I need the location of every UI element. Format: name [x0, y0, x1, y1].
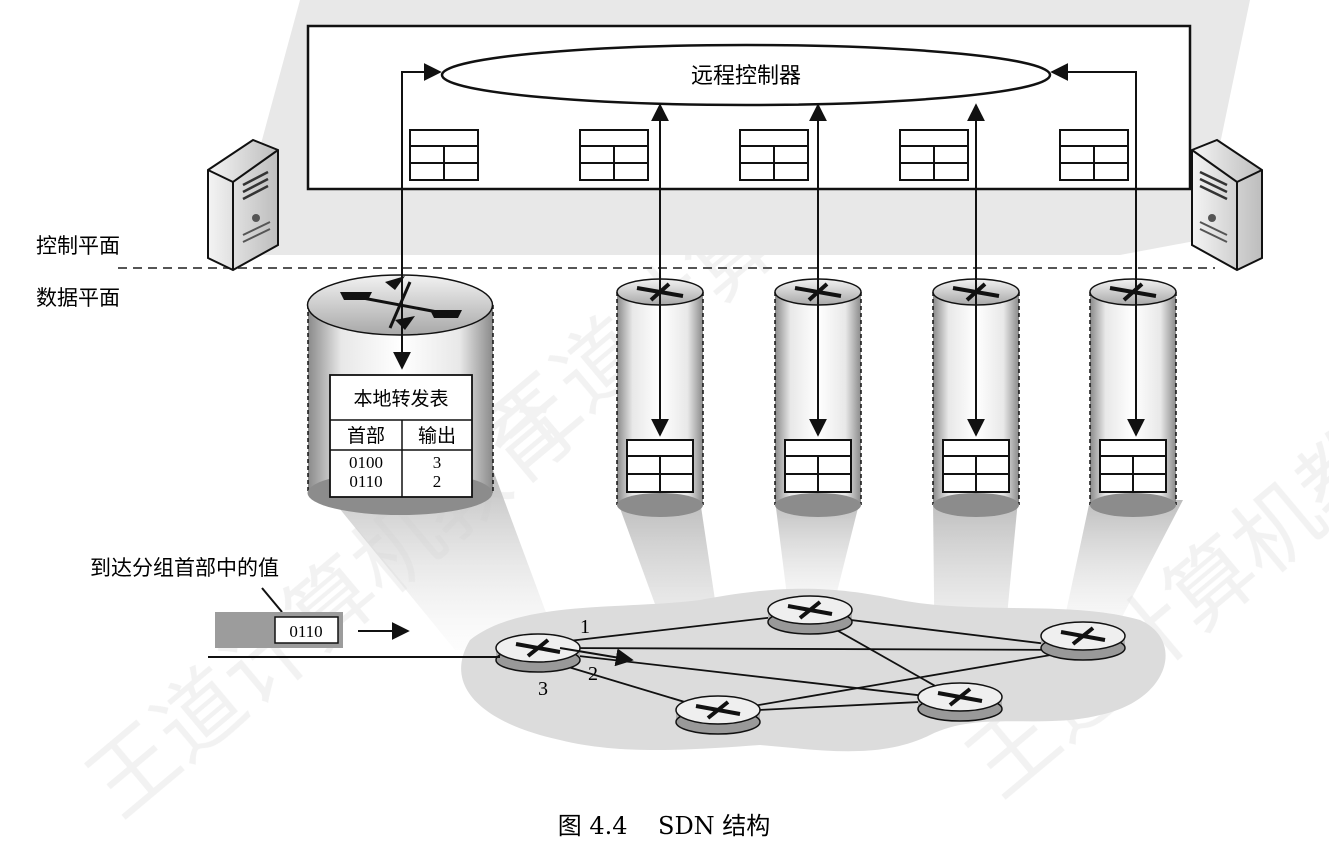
server-icon — [207, 138, 279, 272]
network-routers — [495, 595, 1126, 735]
packet-header: 到达分组首部中的值 0110 — [90, 556, 343, 648]
local-forwarding-table: 本地转发表 首部 输出 0100 3 0110 2 — [329, 374, 473, 498]
router-icon — [767, 595, 853, 635]
port-label: 3 — [538, 678, 548, 700]
port-label: 2 — [588, 663, 598, 685]
router-icon — [917, 682, 1003, 722]
table-cell: 3 — [433, 453, 442, 472]
table-header-output: 输出 — [418, 425, 456, 447]
forwarding-table-title: 本地转发表 — [353, 388, 448, 410]
packet-flow — [208, 622, 634, 667]
table-cell: 0100 — [349, 453, 383, 472]
remote-controller — [440, 43, 1052, 107]
server-icon — [1191, 138, 1263, 272]
router-icon — [495, 633, 581, 673]
figure-caption: 图 4.4 SDN 结构 — [558, 812, 771, 840]
table-header-header: 首部 — [347, 425, 385, 447]
control-plane-label: 控制平面 — [36, 234, 120, 258]
packet-label: 到达分组首部中的值 — [90, 556, 279, 580]
router-icon — [675, 695, 761, 735]
data-plane-label: 数据平面 — [36, 286, 120, 310]
packet-value: 0110 — [289, 622, 322, 641]
controller-label: 远程控制器 — [691, 64, 801, 89]
control-arrows — [393, 63, 1145, 437]
table-cell: 2 — [433, 472, 442, 491]
table-cell: 0110 — [349, 472, 382, 491]
router-cylinders-small — [616, 278, 1177, 517]
router-icon — [1040, 621, 1126, 661]
port-label: 1 — [580, 616, 590, 638]
